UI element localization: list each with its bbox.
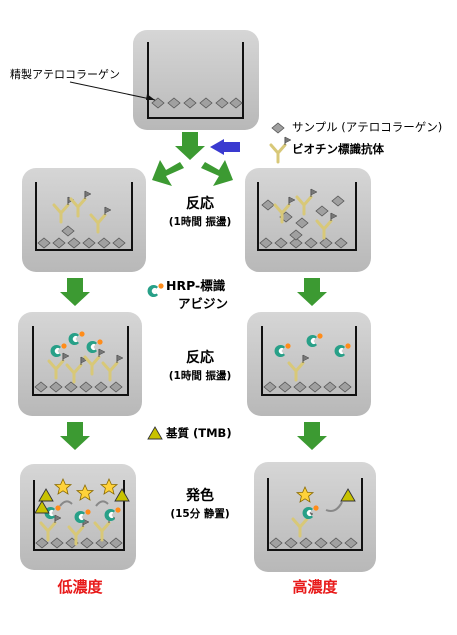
step2-detail: (1時間 振盪): [168, 370, 232, 382]
well-low-step1: [22, 168, 146, 272]
low-concentration-label: 低濃度: [57, 578, 103, 596]
substrate-triangle-icon: [147, 426, 163, 440]
arrow-down-icon: [60, 422, 90, 450]
arrow-down-icon: [60, 278, 90, 306]
well-low-step3: [20, 464, 136, 570]
hrp-label-line1: HRP-標識: [166, 278, 226, 293]
arrow-right-icon: [201, 160, 233, 186]
well-low-step2: [18, 312, 142, 416]
well-initial: [133, 30, 259, 130]
hrp-avidin-icon: [147, 283, 164, 297]
high-concentration-label: 高濃度: [292, 578, 338, 596]
arrow-left-icon: [152, 160, 184, 186]
legend-antibody-label: ビオチン標識抗体: [292, 142, 384, 156]
well-high-step1: [245, 168, 371, 272]
pointer-line: [69, 81, 156, 101]
coated-collagen-label: 精製アテロコラーゲン: [10, 68, 120, 81]
step2-title: 反応: [186, 350, 214, 366]
antibody-icon: [269, 135, 293, 164]
substrate-label: 基質 (TMB): [166, 426, 232, 440]
arrow-down-icon: [297, 278, 327, 306]
step1-detail: (1時間 振盪): [168, 216, 232, 228]
legend-sample-label: サンプル (アテロコラーゲン): [292, 120, 443, 134]
arrow-down-icon: [297, 422, 327, 450]
arrow-down-icon: [175, 132, 205, 160]
sample-diamond-icon: [271, 122, 285, 134]
step3-detail: (15分 静置): [170, 508, 230, 520]
hrp-label-line2: アビジン: [178, 296, 229, 311]
legend: [269, 122, 293, 164]
step3-title: 発色: [186, 488, 214, 504]
step1-title: 反応: [186, 196, 214, 212]
well-high-step3: [254, 462, 376, 572]
well-high-step2: [247, 312, 371, 416]
